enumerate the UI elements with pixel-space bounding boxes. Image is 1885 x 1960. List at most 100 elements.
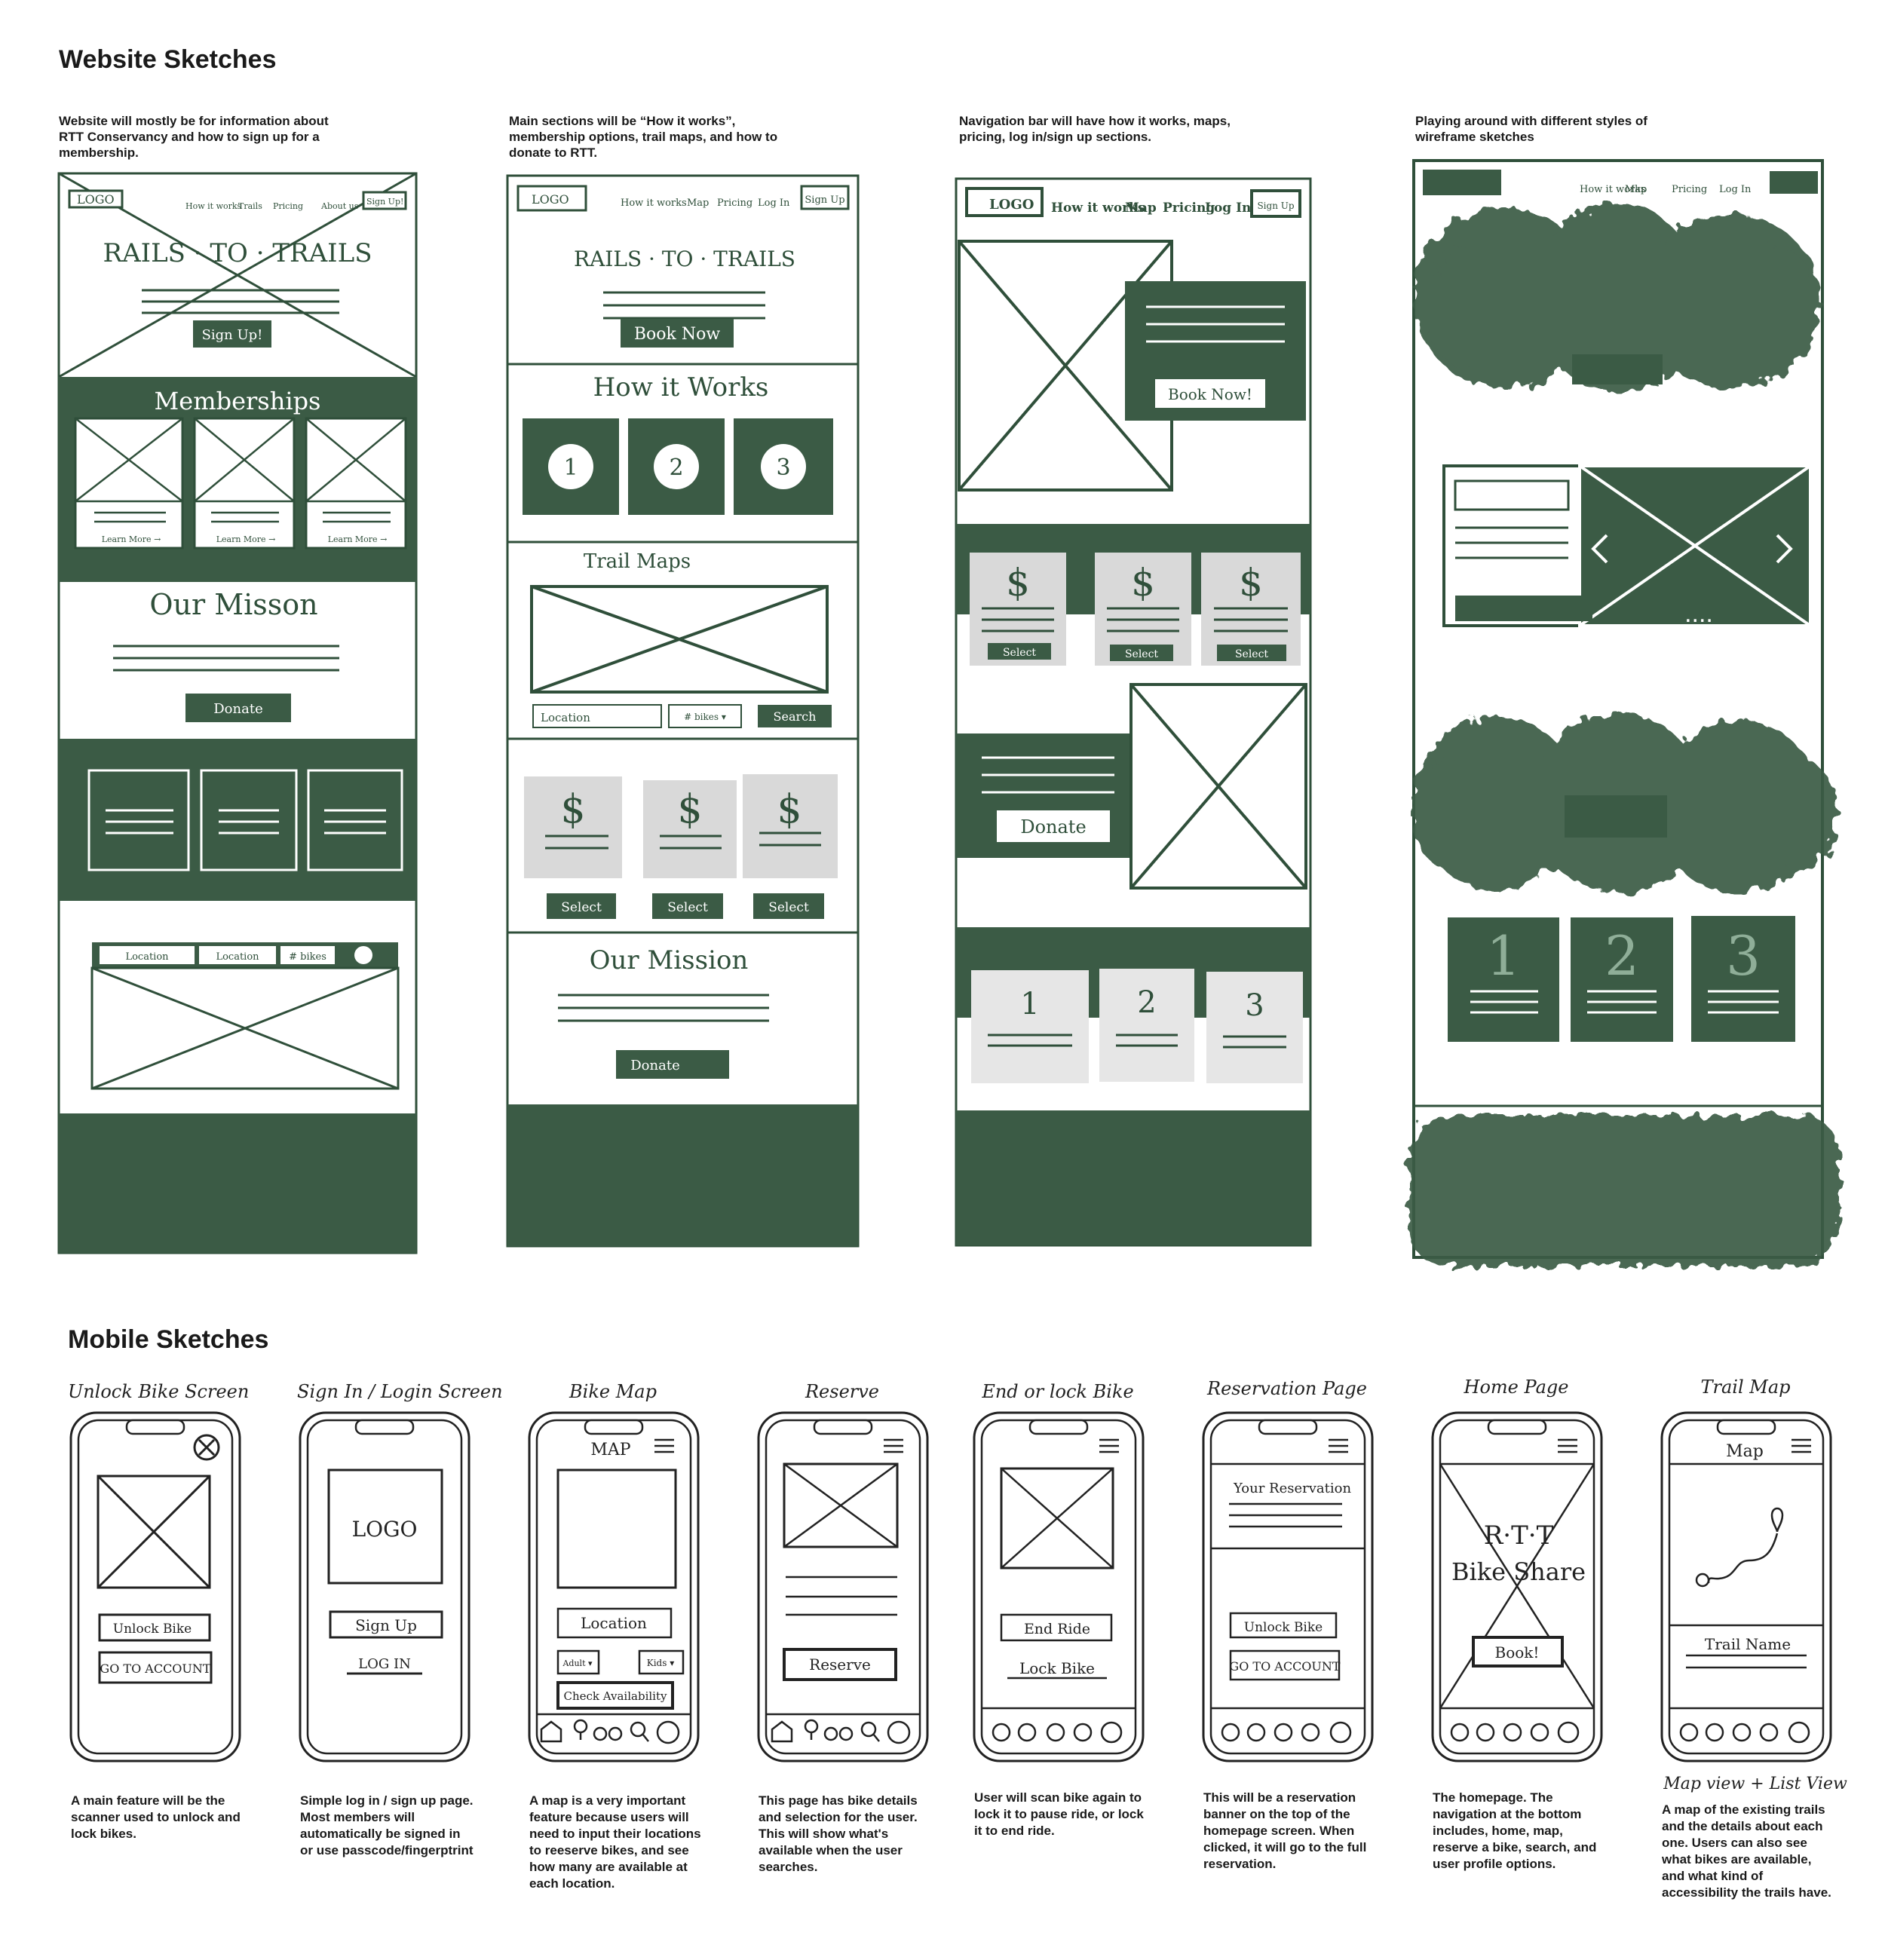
s2-nav-0: How it works [621,198,687,209]
p1-unlock-button: Unlock Bike [113,1622,192,1637]
s2-price-1: $ [560,787,585,832]
p6-unlock-button: Unlock Bike [1244,1620,1323,1635]
s1-learn-2: Learn More → [216,534,276,544]
s2-select-3: Select [768,900,809,915]
s1-learn-1: Learn More → [102,534,161,544]
p7-hero-subtitle: Bike Share [1451,1557,1586,1586]
s3-cta: Book Now! [1168,385,1252,403]
p3-kids-select: Kids ▾ [647,1658,674,1668]
mobile-6-note: This will be a reservation banner on the… [1203,1790,1367,1871]
p3-check-availability: Check Availability [564,1689,667,1703]
phone-reservation: Your Reservation Unlock Bike GO TO ACCOU… [1202,1411,1374,1762]
website-note-4: Playing around with different styles of … [1415,114,1647,144]
mobile-4-note: This page has bike details and selection… [759,1793,918,1874]
s1-nav-0: How it works [185,201,242,211]
s3-logo: LOGO [989,197,1034,213]
s1-signup: Sign Up! [366,197,403,207]
s2-select-1: Select [561,900,602,915]
s2-location: Location [541,711,590,724]
mobile-5-title: End or lock Bike [982,1381,1134,1402]
s3-donate: Donate [1020,816,1086,838]
s1-donate: Donate [213,701,262,717]
website-sketch-3: LOGO How it works Map Pricing Log In Sig… [955,177,1312,1247]
s2-nav-2: Pricing [717,198,752,209]
mobile-sketches-heading: Mobile Sketches [68,1325,269,1354]
s3-step-3: 3 [1245,988,1264,1023]
p3-location-field: Location [581,1614,647,1632]
s2-step-2: 2 [669,455,683,481]
p7-book-button: Book! [1495,1643,1540,1661]
s2-price-2: $ [677,787,702,832]
website-sketch-1: LOGO How it works Trails Pricing About u… [57,172,418,1254]
s3-price-3: $ [1239,561,1263,605]
p1-account-button: GO TO ACCOUNT [100,1661,211,1676]
s4-nav-3: Log In [1719,184,1752,195]
s3-select-3: Select [1235,648,1268,660]
s2-search: Search [774,709,817,724]
phone-unlock-bike: Unlock Bike GO TO ACCOUNT [69,1411,241,1762]
mobile-2-title: Sign In / Login Screen [297,1381,503,1402]
s1-mission: Our Misson [149,588,317,621]
website-note-1: Website will mostly be for information a… [59,114,329,160]
mobile-7-note: The homepage. The navigation at the bott… [1433,1790,1597,1871]
s3-step-1: 1 [1020,987,1039,1021]
s2-price-3: $ [777,787,802,832]
s4-step-1: 1 [1486,924,1521,988]
p2-login-button: LOG IN [358,1656,411,1672]
s3-select-1: Select [1003,647,1036,659]
s1-search-0: Location [125,951,169,963]
s2-logo: LOGO [532,192,569,207]
s2-nav-1: Map [687,198,709,209]
s3-select-2: Select [1125,648,1158,660]
p4-reserve-button: Reserve [809,1655,871,1674]
s4-nav-1: Map [1625,184,1647,195]
s3-signup: Sign Up [1257,201,1294,211]
p8-map-header: Map [1726,1442,1764,1461]
mobile-1-title: Unlock Bike Screen [68,1381,250,1402]
s1-learn-3: Learn More → [328,534,388,544]
website-sketches-heading: Website Sketches [59,45,277,74]
s1-nav-3: About us [320,201,359,211]
s2-cta: Book Now [634,325,720,344]
s3-step-2: 2 [1137,985,1156,1020]
s2-how: How it Works [593,372,769,403]
phone-trail-map: Map Trail Name [1660,1411,1832,1762]
s2-step-3: 3 [776,455,790,481]
s1-search-1: Location [216,951,259,963]
s2-select-2: Select [667,900,708,915]
mobile-1-note: A main feature will be the scanner used … [71,1793,241,1841]
p5-lock-bike: Lock Bike [1019,1659,1095,1677]
s1-nav-1: Trails [238,201,262,211]
website-note-2: Main sections will be “How it works”, me… [509,114,778,160]
p6-account-button: GO TO ACCOUNT [1229,1659,1341,1674]
mobile-6-title: Reservation Page [1207,1378,1367,1399]
s1-memberships: Memberships [155,387,321,415]
s1-search-2: # bikes [289,951,326,963]
s4-step-3: 3 [1726,924,1761,988]
s1-logo: LOGO [77,192,115,207]
p2-logo: LOGO [352,1517,418,1542]
mobile-4-title: Reserve [805,1381,880,1402]
website-sketch-2: LOGO How it works Map Pricing Log In Sig… [506,174,860,1248]
s4-step-2: 2 [1605,924,1639,988]
mobile-8-caption: Map view + List View [1663,1775,1847,1793]
s4-nav-2: Pricing [1672,184,1707,195]
phone-bike-map: MAP Location Adult ▾ Kids ▾ Check Availa… [528,1411,700,1762]
mobile-3-title: Bike Map [569,1381,657,1402]
p5-end-ride: End Ride [1024,1621,1090,1637]
s3-nav-0: How it works [1051,201,1145,216]
s3-price-1: $ [1006,561,1030,605]
phone-end-or-lock: End Ride Lock Bike [973,1411,1145,1762]
mobile-5-note: User will scan bike again to lock it to … [974,1790,1144,1838]
phone-sign-in: LOGO Sign Up LOG IN [299,1411,470,1762]
mobile-8-note: A map of the existing trails and the det… [1662,1802,1831,1900]
p7-hero-title: R·T·T [1484,1521,1554,1551]
s2-trail-maps: Trail Maps [584,550,691,573]
s4-nav-0: How it works [1580,184,1646,195]
s1-nav-2: Pricing [273,201,303,211]
phone-home: R·T·T Bike Share Book! [1431,1411,1603,1762]
p2-signup-button: Sign Up [355,1616,417,1634]
s1-cta: Sign Up! [202,327,263,343]
mobile-8-title: Trail Map [1700,1377,1791,1398]
s4-dots: .... [1684,599,1713,628]
